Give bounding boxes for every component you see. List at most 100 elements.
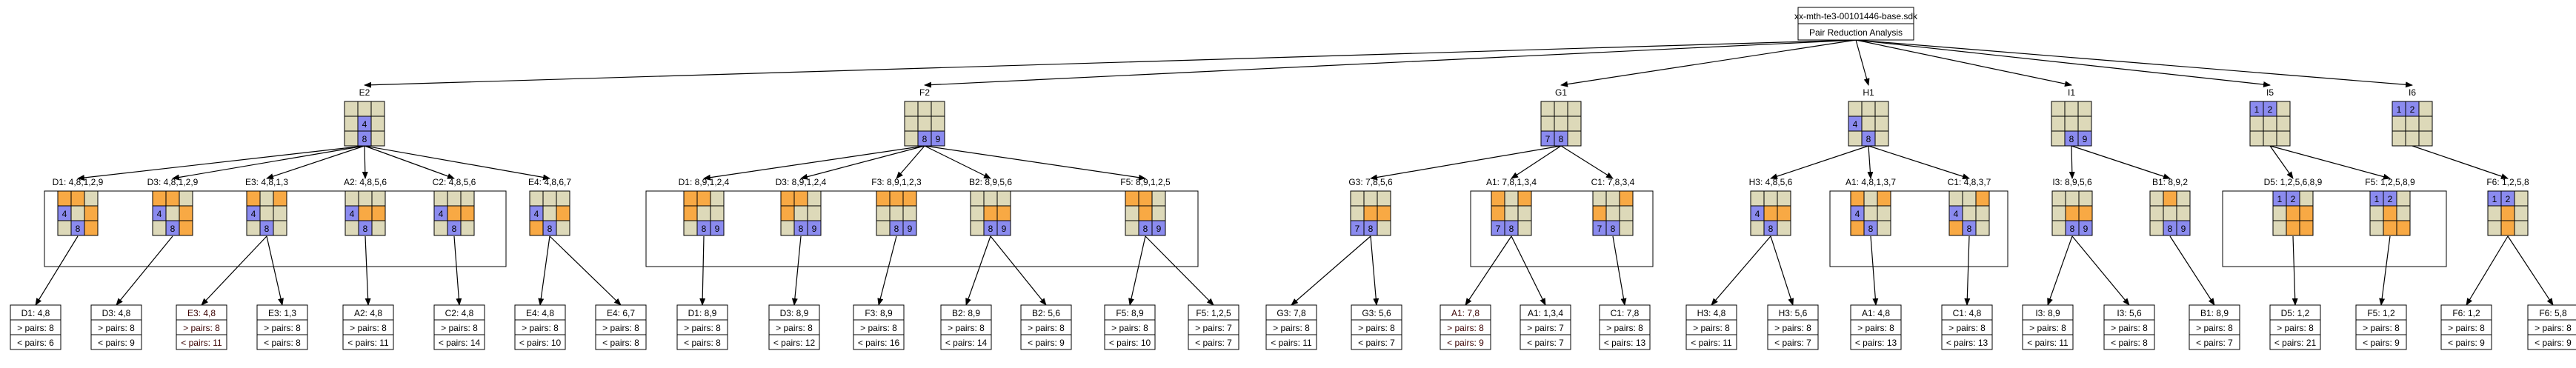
edge-arrow <box>2071 235 2130 306</box>
result-title: F6: 1,2 <box>2452 308 2480 318</box>
result-l1: > pairs: 8 <box>1693 323 1730 333</box>
grid-cell <box>2272 205 2287 221</box>
result-l1: > pairs: 8 <box>98 323 135 333</box>
grid-cell <box>917 116 932 132</box>
result-l2: < pairs: 7 <box>1195 338 1232 348</box>
grid-cell <box>2299 220 2314 236</box>
grid-cell <box>1491 190 1505 207</box>
grid-cell-digit: 8 <box>1611 224 1616 234</box>
grid-cell <box>904 130 919 147</box>
result-title: D1: 8,9 <box>688 308 717 318</box>
edge-arrow <box>703 145 925 181</box>
edge-arrow <box>1867 145 1874 179</box>
result-l2: < pairs: 8 <box>684 338 721 348</box>
grid-cell <box>2163 205 2177 221</box>
grid-cell <box>1619 190 1634 207</box>
grid-cell-digit: 2 <box>2410 104 2415 115</box>
grid-cell-digit: 8 <box>1559 134 1564 144</box>
grid-cell <box>1874 116 1889 132</box>
edge-arrow <box>877 235 897 306</box>
grid-cell <box>2051 190 2066 207</box>
result-box <box>595 304 647 350</box>
result-node: F6: 5,8> pairs: 8< pairs: 9 <box>2527 304 2576 350</box>
node-label: A1: 7,8,1,3,4 <box>1486 177 1537 187</box>
edge-arrow <box>364 39 1857 88</box>
grid-cell <box>807 205 822 221</box>
grid-cell-digit: 9 <box>1002 224 1007 234</box>
edge-arrow <box>924 145 1146 181</box>
grid-cell-digit: 8 <box>1509 224 1514 234</box>
grid-cell <box>902 205 917 221</box>
grid-cell <box>696 190 711 207</box>
edge-arrow <box>800 145 925 180</box>
result-box <box>256 304 308 350</box>
grid-cell-digit: 4 <box>350 209 355 219</box>
grid-cell-digit: 4 <box>1855 209 1860 219</box>
result-l1: > pairs: 8 <box>1948 323 1986 333</box>
edge-arrow <box>1964 235 1971 306</box>
result-l2: < pairs: 11 <box>181 338 222 348</box>
grid-cell <box>273 220 287 236</box>
result-title: D3: 8,9 <box>780 308 809 318</box>
result-l1: > pairs: 8 <box>1857 323 1894 333</box>
grid-cell-digit: 8 <box>799 224 804 234</box>
grid-cell-digit: 8 <box>922 134 928 144</box>
grid-cell <box>165 205 180 221</box>
result-box <box>768 304 820 350</box>
grid-cell <box>358 190 373 207</box>
grid-cell-digit: 8 <box>894 224 899 234</box>
result-box <box>1440 304 1491 350</box>
grid-cell-digit: 8 <box>702 224 707 234</box>
grid-cell <box>2078 220 2093 236</box>
grid-cell <box>2383 220 2397 236</box>
grid-cell <box>2383 205 2397 221</box>
grid-cell <box>2176 205 2191 221</box>
grid-cell <box>1777 220 1791 236</box>
result-title: D1: 4,8 <box>21 308 50 318</box>
grid-cell <box>84 205 99 221</box>
result-node: G3: 5,6> pairs: 8< pairs: 7 <box>1351 304 1402 350</box>
node-label: D1: 8,9,1,2,4 <box>679 177 730 187</box>
grid-cell <box>780 220 795 236</box>
node-label: E4: 4,8,6,7 <box>528 177 571 187</box>
edge-arrow <box>2292 235 2298 306</box>
result-l2: < pairs: 16 <box>858 338 900 348</box>
grid-cell <box>2276 116 2291 132</box>
grid-cell <box>344 116 359 132</box>
edge-arrow <box>77 145 365 181</box>
edges-layer <box>35 39 2554 306</box>
grid-cell <box>370 116 385 132</box>
result-title: C1: 4,8 <box>1953 308 1982 318</box>
grid-cell <box>556 190 570 207</box>
grid-cell <box>273 205 287 221</box>
result-title: F5: 1,2,5 <box>1196 308 1231 318</box>
node-label: F3: 8,9,1,2,3 <box>871 177 922 187</box>
grid-cell <box>1605 205 1620 221</box>
grid-cell <box>1554 101 1568 117</box>
result-node: F3: 8,9> pairs: 8< pairs: 16 <box>853 304 905 350</box>
grid-cell <box>2276 130 2291 147</box>
grid-cell-digit: 4 <box>1755 209 1760 219</box>
result-l2: < pairs: 7 <box>1527 338 1564 348</box>
group-box <box>1470 190 1654 267</box>
grid-cell-digit: 8 <box>1768 224 1774 234</box>
grid-cell <box>1962 190 1977 207</box>
edge-arrow <box>201 235 267 306</box>
grid-cell <box>902 190 917 207</box>
grid-cell <box>2487 220 2502 236</box>
grid-cell <box>2286 220 2300 236</box>
result-box <box>1685 304 1737 350</box>
grid-cell <box>2051 220 2066 236</box>
grid-cell <box>542 205 557 221</box>
grid-cell <box>2051 130 2066 147</box>
node-label: E3: 4,8,1,3 <box>245 177 288 187</box>
grid-cell <box>1948 220 1963 236</box>
node-label: D5: 1,2,5,6,8,9 <box>2264 177 2323 187</box>
edge-arrow <box>453 235 462 306</box>
